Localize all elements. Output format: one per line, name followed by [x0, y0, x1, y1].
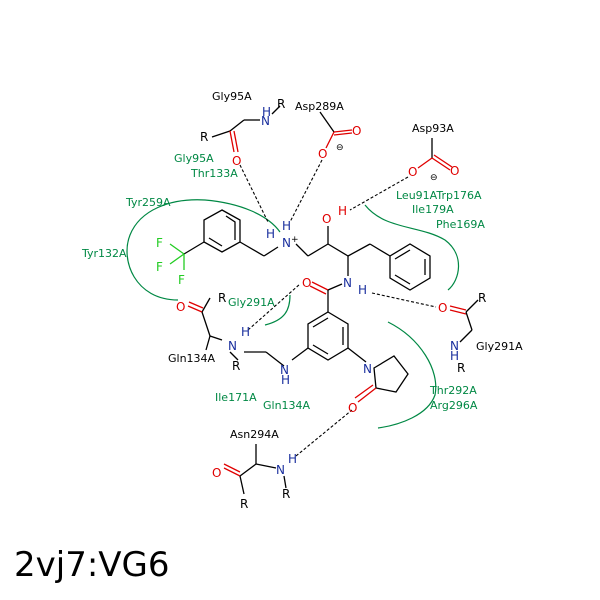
- hbond-asp289-nh: [289, 159, 323, 223]
- atom-o: O: [232, 154, 241, 168]
- hydrogen-bonds: [239, 159, 437, 457]
- hydrophobic-label-gly291a: Gly291A: [228, 296, 275, 309]
- hydrophobic-labels: Gly95A Thr133A Tyr259A Tyr132A Leu91ATrp…: [81, 152, 485, 412]
- atom-n: N: [450, 339, 459, 353]
- ring-central: [307, 311, 349, 361]
- ligand-bonds: [169, 209, 431, 403]
- hydrophobic-label-gly95a: Gly95A: [174, 152, 214, 165]
- atom-n: N: [343, 276, 352, 290]
- atom-h: H: [282, 219, 291, 233]
- atom-n: N: [228, 339, 237, 353]
- atom-r: R: [277, 97, 285, 111]
- atom-h: H: [241, 325, 250, 339]
- hbond-gly291-nh: [371, 292, 437, 308]
- hbond-gly95-nh: [239, 164, 269, 223]
- residue-labels: Gly95A Asp289A Asp93A Gln134A Gly291A As…: [168, 90, 523, 441]
- atom-o: O: [318, 147, 327, 161]
- atom-n-plus: N: [282, 236, 291, 250]
- residue-label-gly291a-right: Gly291A: [476, 340, 523, 353]
- hbond-asp93-oh: [349, 176, 409, 211]
- residue-label-gly95a-top: Gly95A: [212, 90, 252, 103]
- atom-h: H: [262, 105, 271, 119]
- hydrophobic-label-ile179a: Ile179A: [412, 203, 454, 216]
- atom-o: O: [352, 124, 361, 138]
- atom-r: R: [282, 487, 290, 501]
- plus-charge-icon: +: [291, 235, 299, 245]
- ring-benzyl: [389, 243, 431, 291]
- hydrophobic-label-thr292a: Thr292A: [429, 384, 477, 397]
- hydrophobic-label-thr133a: Thr133A: [190, 167, 238, 180]
- atom-o: O: [176, 300, 185, 314]
- atom-o: O: [438, 301, 447, 315]
- atom-n: N: [363, 362, 372, 376]
- residue-label-asn294a: Asn294A: [230, 428, 279, 441]
- atom-o: O: [408, 165, 417, 179]
- hydrophobic-label-gln134a: Gln134A: [263, 399, 311, 412]
- minus-charge-icon: ⊖: [430, 173, 438, 183]
- atom-o: O: [302, 276, 311, 290]
- atom-r: R: [457, 361, 465, 375]
- hydrophobic-arc-left: [126, 199, 281, 301]
- atom-f: F: [178, 273, 185, 287]
- atom-h: H: [358, 283, 367, 297]
- atom-h: H: [281, 373, 290, 387]
- hydrophobic-label-phe169a: Phe169A: [436, 218, 485, 231]
- atom-f: F: [156, 260, 163, 274]
- hydrophobic-arc-lower-right: [377, 321, 437, 429]
- atom-r: R: [232, 359, 240, 373]
- hydrophobic-label-ile171a: Ile171A: [215, 391, 257, 404]
- atom-n: N: [261, 114, 270, 128]
- atom-o: O: [450, 164, 459, 178]
- minus-charge-icon: ⊖: [336, 143, 344, 153]
- hbond-asn294-lactamo: [295, 409, 353, 457]
- hydrophobic-arc-gly291: [264, 294, 291, 326]
- hydrophobic-arcs: [126, 199, 460, 429]
- hydrophobic-label-tyr259a: Tyr259A: [125, 196, 171, 209]
- atom-n: N: [276, 463, 285, 477]
- residue-label-asp289a: Asp289A: [295, 100, 344, 113]
- atom-h: H: [450, 349, 459, 363]
- hydrophobic-label-tyr132a: Tyr132A: [81, 247, 127, 260]
- hydrophobic-label-leu91a-trp176a: Leu91ATrp176A: [396, 189, 482, 202]
- atom-r: R: [200, 130, 208, 144]
- atom-o: O: [322, 212, 331, 226]
- ring-pyrrolidinone: [373, 355, 409, 393]
- atom-r: R: [478, 291, 486, 305]
- hydrophobic-arc-upper-right: [364, 204, 460, 291]
- hbond-gln134-amideo: [247, 283, 301, 331]
- atom-o: O: [212, 466, 221, 480]
- atom-o: O: [348, 401, 357, 415]
- residue-label-asp93a: Asp93A: [412, 122, 454, 135]
- structure-id-title: 2vj7:VG6: [14, 545, 170, 585]
- residue-label-gln134a-left: Gln134A: [168, 352, 216, 365]
- atom-r: R: [218, 291, 226, 305]
- hydrophobic-label-arg296a: Arg296A: [430, 399, 478, 412]
- atom-h: H: [288, 452, 297, 466]
- ring-cf3-phenyl: [203, 209, 241, 253]
- residue-fragments: [187, 105, 479, 495]
- atom-r: R: [240, 497, 248, 511]
- atom-n: N: [280, 363, 289, 377]
- atom-h: H: [338, 204, 347, 218]
- atom-symbols: R N H R O O O ⊖ O O ⊖ H H N + O H F F F …: [156, 97, 486, 511]
- atom-f: F: [156, 236, 163, 250]
- atom-h: H: [266, 227, 275, 241]
